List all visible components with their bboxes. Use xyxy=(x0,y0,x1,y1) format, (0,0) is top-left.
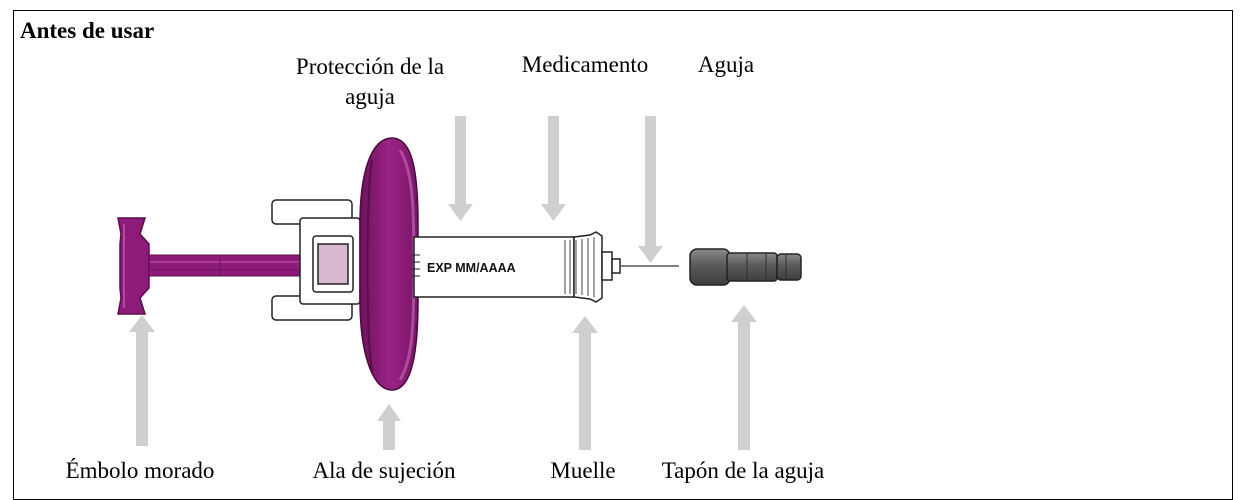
arrow-needle xyxy=(638,116,663,263)
arrow-medication xyxy=(541,116,566,221)
arrow-needle-cap xyxy=(731,305,757,450)
plunger xyxy=(117,217,330,315)
label-needle: Aguja xyxy=(697,52,755,77)
arrow-finger-flange xyxy=(377,404,401,450)
label-spring: Muelle xyxy=(550,458,616,483)
arrow-needle-shield xyxy=(448,116,473,221)
label-finger-flange: Ala de sujeción xyxy=(312,458,456,483)
barrel-expiry-text: EXP MM/AAAA xyxy=(427,261,516,275)
arrow-spring xyxy=(572,316,598,450)
needle-cap xyxy=(689,248,802,286)
label-needle-shield: Protección de la aguja xyxy=(295,54,445,109)
label-medication: Medicamento xyxy=(521,52,649,77)
label-plunger: Émbolo morado xyxy=(65,458,215,483)
diagram-title: Antes de usar xyxy=(20,18,155,43)
syringe-barrel: EXP MM/AAAA xyxy=(412,231,621,303)
label-needle-cap: Tapón de la aguja xyxy=(661,458,825,483)
needle-guard-body xyxy=(271,199,361,321)
finger-flange xyxy=(359,137,419,391)
arrow-plunger xyxy=(129,315,155,446)
syringe-illustration: EXP MM/AAAA xyxy=(117,116,802,450)
